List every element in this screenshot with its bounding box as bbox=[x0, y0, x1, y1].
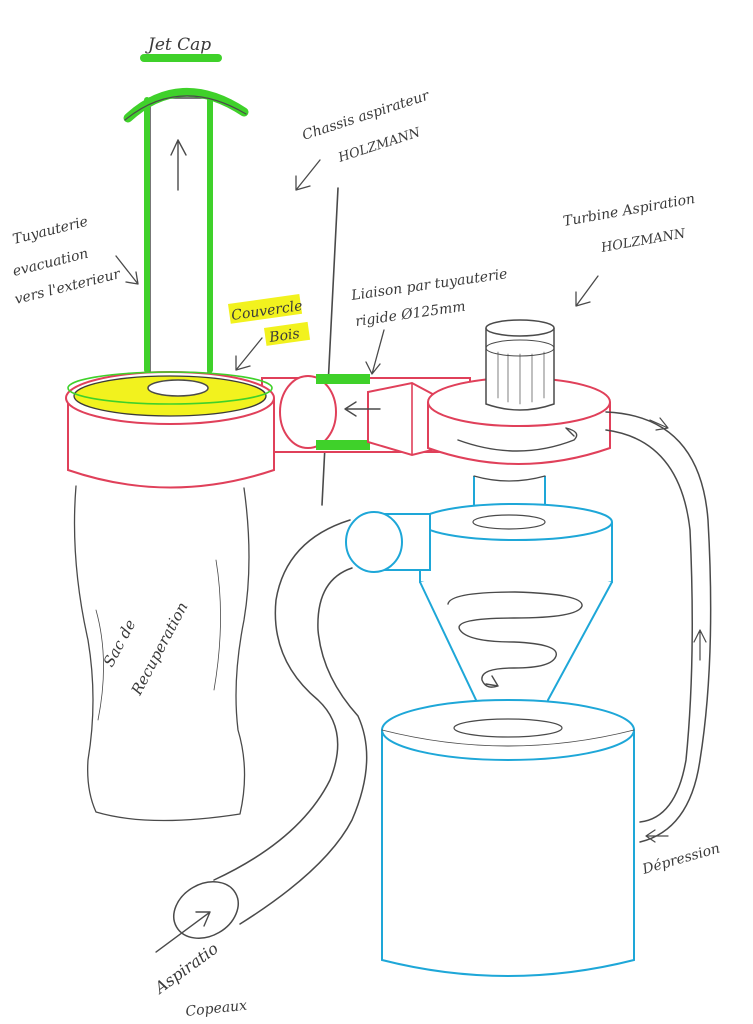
couvercle-label-line2: Bois bbox=[267, 326, 300, 346]
depression-hose bbox=[605, 411, 712, 843]
couvercle-label-line1: Couvercle bbox=[230, 298, 303, 324]
liaison-pointer bbox=[365, 329, 385, 375]
tuyauterie-label-line2: evacuation bbox=[11, 246, 90, 280]
chassis-divider-line bbox=[321, 187, 339, 506]
aspiration-label-line2: Copeaux bbox=[185, 998, 248, 1020]
cyclone bbox=[345, 503, 613, 728]
intake-hose bbox=[155, 519, 368, 953]
collection-barrel bbox=[381, 699, 635, 977]
chassis-label-line2: HOLZMANN bbox=[336, 125, 423, 166]
chassis-pointer bbox=[295, 159, 321, 191]
collector-drum bbox=[65, 371, 275, 489]
liaison-label-line2: rigide Ø125mm bbox=[354, 299, 466, 330]
depression-label: Dépression bbox=[640, 840, 722, 878]
tuyauterie-label-line1: Tuyauterie bbox=[11, 214, 90, 248]
exhaust-pipe bbox=[144, 97, 213, 389]
turbine-pointer bbox=[575, 275, 599, 307]
jet-cap-label: Jet Cap bbox=[145, 35, 211, 55]
couvercle-highlight bbox=[228, 293, 303, 324]
turbine-label-line2: HOLZMANN bbox=[599, 226, 687, 256]
aspiration-label-line1: Aspiratio bbox=[150, 939, 222, 999]
liaison-label-line1: Liaison par tuyauterie bbox=[349, 266, 508, 304]
tuyauterie-pointer bbox=[115, 255, 139, 285]
jet-cap bbox=[123, 88, 249, 123]
turbine bbox=[427, 319, 611, 465]
turbine-label-line1: Turbine Aspiration bbox=[562, 191, 696, 230]
sac-label-line2: Recuperation bbox=[127, 599, 191, 699]
bois-highlight bbox=[264, 321, 311, 346]
recovery-bag bbox=[73, 485, 250, 822]
rigid-pipe-link bbox=[261, 374, 471, 457]
couvercle-pointer bbox=[235, 337, 263, 371]
sac-label-line1: Sac de bbox=[100, 616, 140, 669]
